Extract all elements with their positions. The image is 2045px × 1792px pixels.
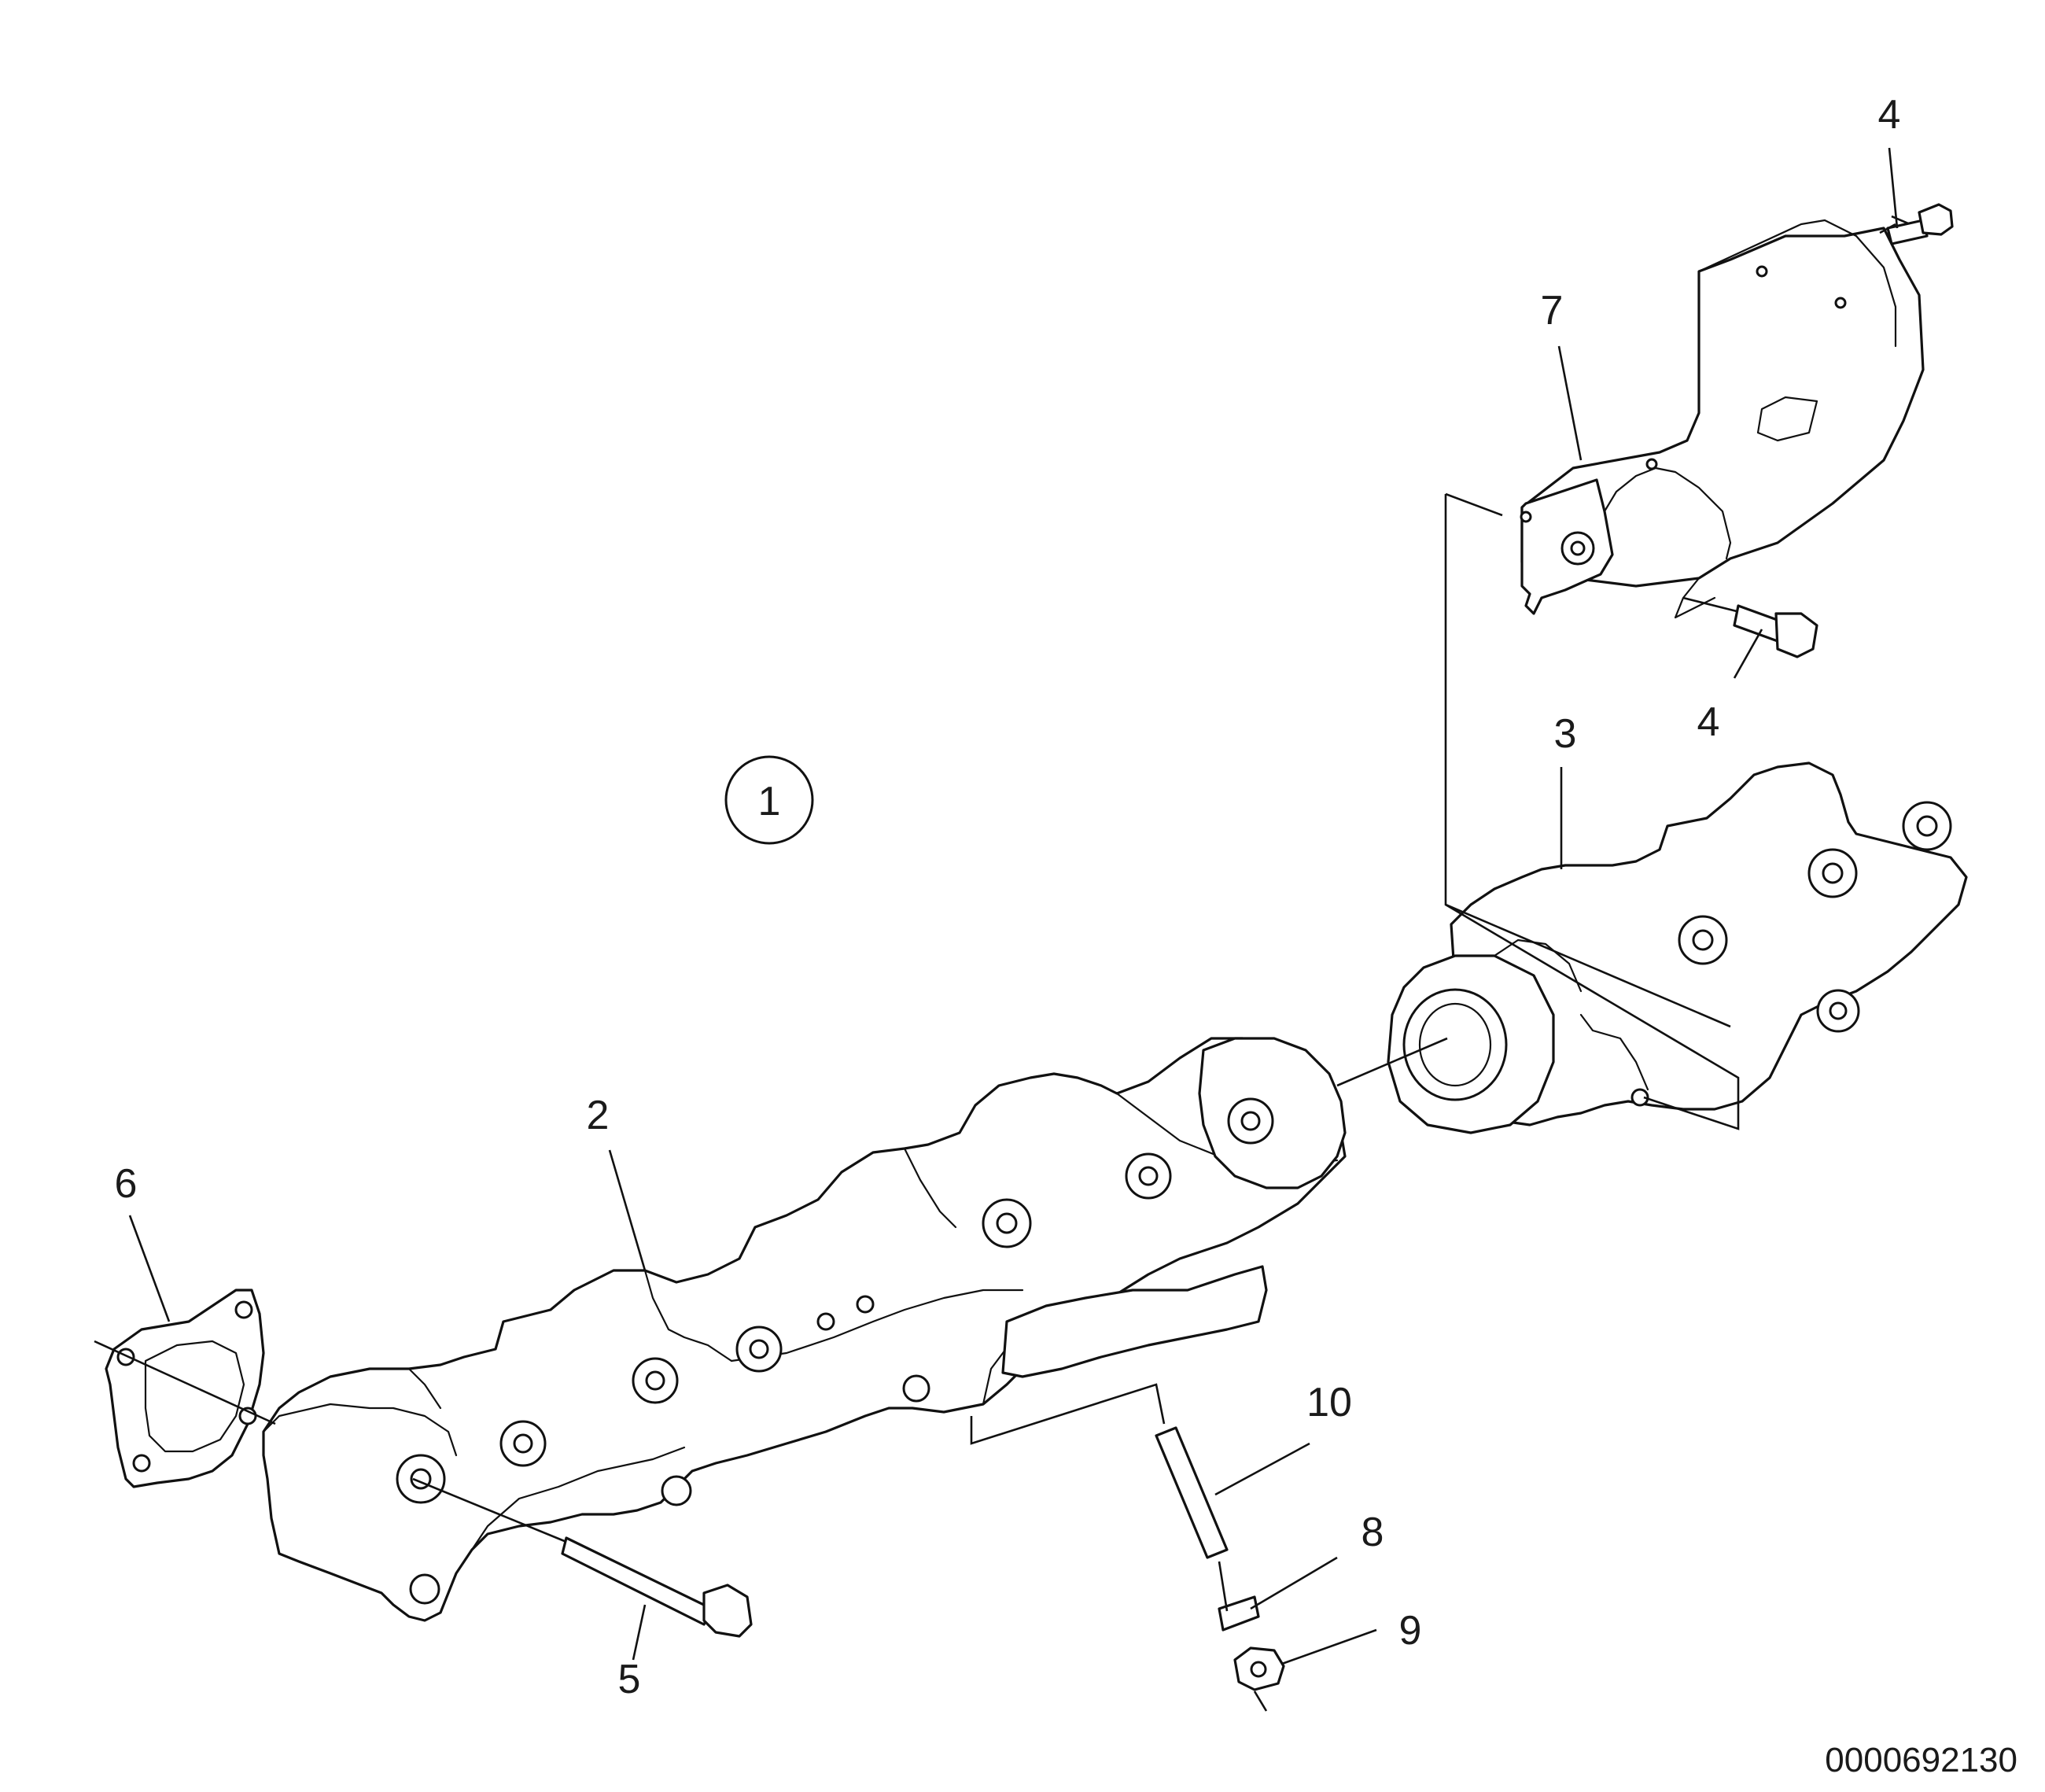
assembly-axis-lines xyxy=(94,223,1896,1712)
exhaust-manifold-rear xyxy=(1387,761,1968,1134)
callout-washer: 8 xyxy=(1361,1510,1384,1555)
manifold-gasket xyxy=(105,1289,265,1488)
callout-gasket: 6 xyxy=(115,1161,138,1207)
callout-bolt: 5 xyxy=(618,1657,641,1702)
assembly-callout: 1 xyxy=(724,755,814,845)
callout-manifold-rear: 3 xyxy=(1554,711,1577,757)
assembly-callout-label: 1 xyxy=(758,779,781,824)
callout-stud: 10 xyxy=(1306,1380,1352,1425)
exhaust-manifold-front xyxy=(262,1037,1347,1622)
screw-top xyxy=(1886,203,1954,245)
heat-shield xyxy=(1520,219,1925,619)
callout-labels: 4 7 4 3 2 6 5 10 8 9 xyxy=(115,92,1901,1702)
nut xyxy=(1233,1646,1285,1691)
drawing-reference-number: 0000692130 xyxy=(1825,1741,2017,1779)
callout-nut: 9 xyxy=(1399,1608,1422,1654)
washer xyxy=(1218,1595,1260,1632)
callout-screw-top: 4 xyxy=(1878,92,1901,138)
manifold-bolt xyxy=(561,1536,753,1638)
stud xyxy=(1155,1426,1229,1559)
screw-bottom xyxy=(1682,596,1818,658)
callout-heat-shield: 7 xyxy=(1541,288,1564,334)
callout-screw-bottom: 4 xyxy=(1697,699,1720,745)
callout-manifold-front: 2 xyxy=(587,1093,610,1138)
leader-lines xyxy=(128,147,1899,1665)
